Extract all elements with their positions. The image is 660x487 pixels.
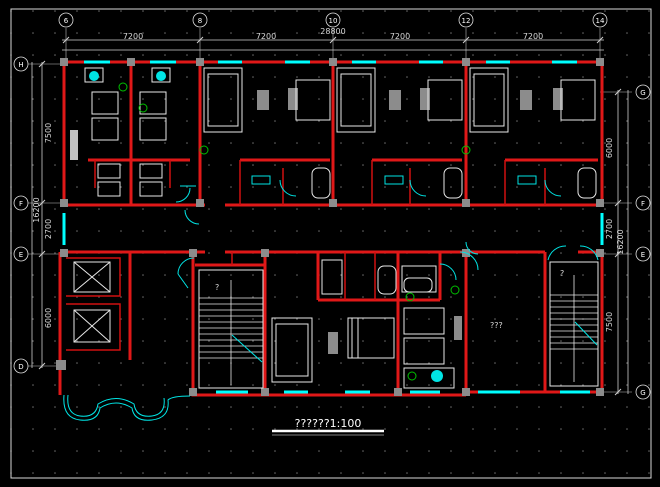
- stair-left: ?: [198, 269, 264, 389]
- drawing-border: [10, 8, 652, 479]
- axis-f-label: F: [19, 200, 23, 208]
- dim-top-2: 7200: [256, 32, 276, 41]
- left-dimension: 7500 16200 2700 6000: [31, 60, 53, 370]
- room-label: ???: [490, 321, 503, 330]
- plant-symbols: [118, 82, 471, 381]
- dim-top-total: 28800: [320, 27, 345, 36]
- axis-g2-label: G: [640, 389, 645, 397]
- axis-g-label: G: [640, 89, 645, 97]
- dim-left-total: 16200: [32, 197, 41, 222]
- upper-partitions: [88, 62, 598, 205]
- axis-e-right-label: E: [641, 251, 645, 259]
- grid-bubbles-left: H F E D: [13, 56, 29, 374]
- entrance-bay: [63, 394, 191, 421]
- axis-12-label: 12: [462, 17, 471, 25]
- axis-10-label: 10: [329, 17, 338, 25]
- dim-right-1: 6000: [605, 138, 614, 158]
- drawing-title: ??????1:100: [272, 417, 384, 436]
- stair-left-mark: ?: [215, 283, 219, 292]
- dim-right-3: 7500: [605, 312, 614, 332]
- guest-room-furniture-upper: [203, 67, 597, 199]
- lower-partitions: [128, 252, 547, 395]
- suite-furniture-left: [70, 67, 171, 197]
- elevator-core: [66, 257, 121, 351]
- title-text: ??????1:100: [295, 417, 362, 430]
- dim-right-total: 16200: [616, 229, 625, 254]
- axis-f-right-label: F: [641, 200, 645, 208]
- dim-top-3: 7200: [390, 32, 410, 41]
- right-dimension: 6000 2700 16200 7500: [605, 88, 629, 396]
- grid-bubbles-right: G F E G: [635, 84, 651, 400]
- stair-right-mark: ?: [560, 269, 564, 278]
- dim-right-2: 2700: [605, 219, 614, 239]
- dim-left-1: 7500: [44, 123, 53, 143]
- axis-e-label: E: [19, 251, 23, 259]
- dim-left-3: 6000: [44, 308, 53, 328]
- top-dimension: 7200 7200 28800 7200 7200: [62, 27, 604, 51]
- axis-d-label: D: [18, 363, 23, 371]
- axis-6-label: 6: [64, 17, 69, 25]
- door-swings-upper: [175, 179, 562, 203]
- stair-right: ?: [549, 261, 599, 387]
- dim-left-2: 2700: [44, 219, 53, 239]
- windows: [62, 60, 604, 394]
- axis-8-label: 8: [198, 17, 202, 25]
- dim-top-4: 7200: [523, 32, 543, 41]
- door-swings-lower: [177, 209, 599, 289]
- grid-bubbles-top: 6 8 10 12 14: [58, 12, 608, 28]
- axis-h-label: H: [18, 61, 23, 69]
- columns: [56, 58, 604, 396]
- axis-14-label: 14: [596, 17, 605, 25]
- guest-room-furniture-lower: [271, 259, 462, 389]
- dim-top-1: 7200: [123, 32, 143, 41]
